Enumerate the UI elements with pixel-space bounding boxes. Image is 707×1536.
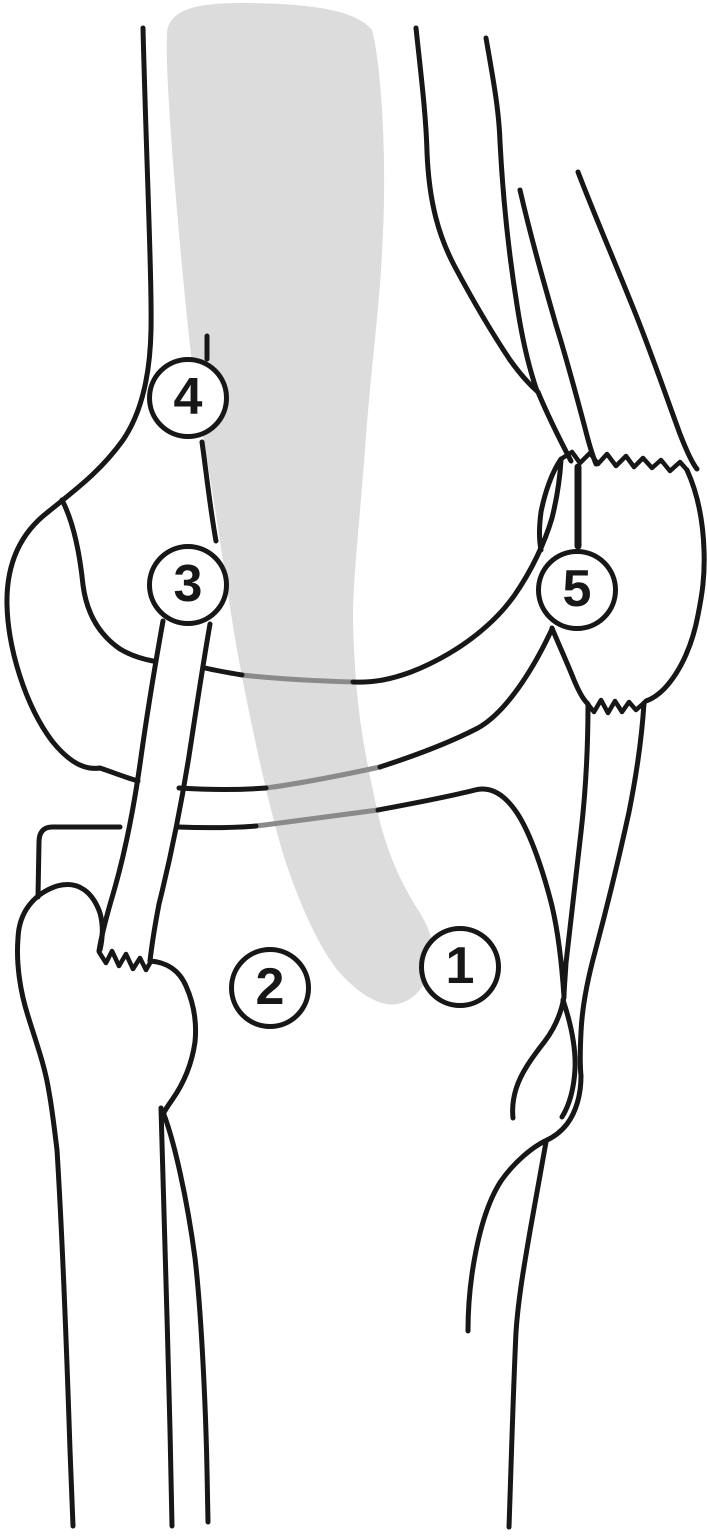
patella-right-edge [643,467,707,704]
tibial-crest-line-long [506,1139,549,1530]
capsule-line-middle-right-sweep [377,626,555,770]
tibial-tubercle-left-edge [510,994,567,1121]
ligament-band-right-edge [147,621,213,964]
marker-5-label: 5 [562,560,592,618]
femur-shaft-and-condyle-outline [4,25,154,784]
marker-1-label: 1 [445,937,475,995]
ligament-insertion-jagged-edge [96,948,153,973]
patella-top-jagged-edge [558,449,690,474]
marker-2: 2 [229,947,311,1029]
marker-2-label: 2 [255,958,285,1016]
tibial-crest-line-short [465,1138,548,1334]
shaded-band [166,3,433,1005]
marker-4: 4 [147,357,229,439]
capsule-line-upper-right-sweep [350,457,564,685]
capsule-line-upper-left [202,665,245,678]
tendon-strip-curve-to-crest [542,1073,584,1144]
tibial-plateau-front-edge [375,786,567,1000]
lateral-merged-line [535,389,574,464]
capsule-line-upper-gray-segment [239,672,356,685]
tibia-lateral-edge [160,1109,211,1525]
patella-left-edge-lower [549,625,590,706]
marker-1: 1 [419,926,501,1008]
marker-3-label: 3 [173,555,203,613]
capsule-line-middle-gray-segment [263,764,383,791]
tibial-tubercle-right-edge [559,997,578,1120]
capsule-line-lower-gray-segment [253,807,381,829]
fibular-head-dome [15,882,105,953]
marker-3: 3 [147,544,229,626]
marker-4-label: 4 [173,368,203,426]
lateral-shaft-inner-line [483,35,540,394]
retinaculum-inner-line [517,187,599,467]
marker-5: 5 [536,549,618,631]
capsule-line-lower-left [175,823,259,831]
femoral-ridge-line [199,439,219,544]
patella-left-edge-upper [537,456,564,553]
ligament-band-left-edge [96,618,166,954]
tendon-strip-right-edge [577,700,647,1079]
iliotibial-band-outer-line [575,169,700,472]
tendon-strip-left-edge [561,701,591,1000]
fibular-head-right-edge [147,958,199,1119]
fibula-lateral-edge [15,935,76,1529]
fibula-medial-edge [158,1105,175,1529]
lateral-femur-edge-line [413,25,541,395]
plateau-corner-left [35,824,123,900]
femoral-condyle-inner-line [59,497,156,664]
capsule-line-middle-left [176,785,269,792]
patella-bottom-jagged-edge [584,697,648,716]
